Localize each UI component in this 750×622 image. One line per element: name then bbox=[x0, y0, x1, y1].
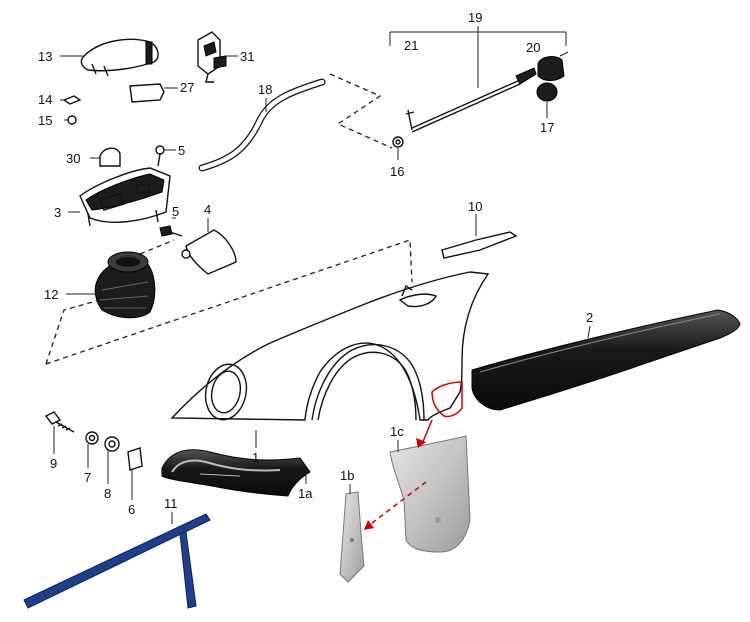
clip-part-6 bbox=[127, 447, 143, 471]
callout-5-top: 5 bbox=[178, 143, 185, 158]
callout-13: 13 bbox=[38, 49, 52, 64]
callout-20: 20 bbox=[526, 40, 540, 55]
release-cable-part bbox=[405, 67, 537, 133]
repair-panel-part-1c bbox=[389, 435, 471, 553]
fender-cutout-outline bbox=[431, 381, 463, 418]
cap-part-30 bbox=[99, 147, 121, 167]
assembly-guide-lines bbox=[45, 73, 413, 365]
callout-1b: 1b bbox=[340, 468, 354, 483]
strip-part-10 bbox=[441, 231, 518, 259]
callout-31: 31 bbox=[240, 49, 254, 64]
callout-3: 3 bbox=[54, 205, 61, 220]
rocker-panel-part bbox=[471, 309, 741, 411]
washer-part-8 bbox=[104, 436, 120, 452]
callout-18: 18 bbox=[258, 82, 272, 97]
callout-8: 8 bbox=[104, 486, 111, 501]
callout-labels: 13 31 27 14 15 18 19 21 20 17 16 30 5 3 … bbox=[38, 10, 593, 517]
cover-part-4 bbox=[185, 229, 237, 275]
plug-part-17 bbox=[536, 82, 558, 102]
callout-12: 12 bbox=[44, 287, 58, 302]
callout-1a: 1a bbox=[298, 486, 313, 501]
callout-6: 6 bbox=[128, 502, 135, 517]
callout-19: 19 bbox=[468, 10, 482, 25]
grommet-part-15 bbox=[67, 115, 77, 125]
clip-part-14 bbox=[62, 95, 82, 105]
callout-17: 17 bbox=[540, 120, 554, 135]
repair-bracket-part-1b bbox=[339, 491, 365, 583]
callout-5-lower: 5 bbox=[172, 204, 179, 219]
callout-1c: 1c bbox=[390, 424, 404, 439]
callout-4: 4 bbox=[204, 202, 211, 217]
callout-2: 2 bbox=[586, 310, 593, 325]
callout-27: 27 bbox=[180, 80, 194, 95]
screw-part-5-lower bbox=[159, 225, 173, 237]
callout-leaders bbox=[53, 26, 591, 524]
callout-11: 11 bbox=[164, 496, 178, 511]
callout-16: 16 bbox=[390, 164, 404, 179]
callout-30: 30 bbox=[66, 151, 80, 166]
seal-strip-part-11 bbox=[23, 513, 211, 609]
bracket-part-27 bbox=[129, 83, 165, 103]
filler-flap-part bbox=[80, 38, 159, 77]
cap-part-20 bbox=[537, 56, 565, 81]
bolt-part-9 bbox=[44, 411, 75, 433]
screw-part-5-top bbox=[155, 145, 165, 155]
callout-7: 7 bbox=[84, 470, 91, 485]
rubber-boot-part bbox=[94, 251, 156, 319]
callout-10: 10 bbox=[468, 199, 482, 214]
filler-housing-part bbox=[79, 167, 171, 227]
callout-21: 21 bbox=[404, 38, 418, 53]
callout-15: 15 bbox=[38, 113, 52, 128]
red-fitment-arrows bbox=[364, 419, 433, 530]
headlight-bracket-part bbox=[161, 449, 311, 497]
nut-part-16 bbox=[392, 136, 404, 148]
callout-1: 1 bbox=[252, 450, 259, 465]
lock-actuator-part bbox=[197, 31, 227, 83]
washer-part-7 bbox=[85, 431, 99, 445]
callout-14: 14 bbox=[38, 92, 52, 107]
front-fender bbox=[170, 271, 490, 421]
callout-9: 9 bbox=[50, 456, 57, 471]
